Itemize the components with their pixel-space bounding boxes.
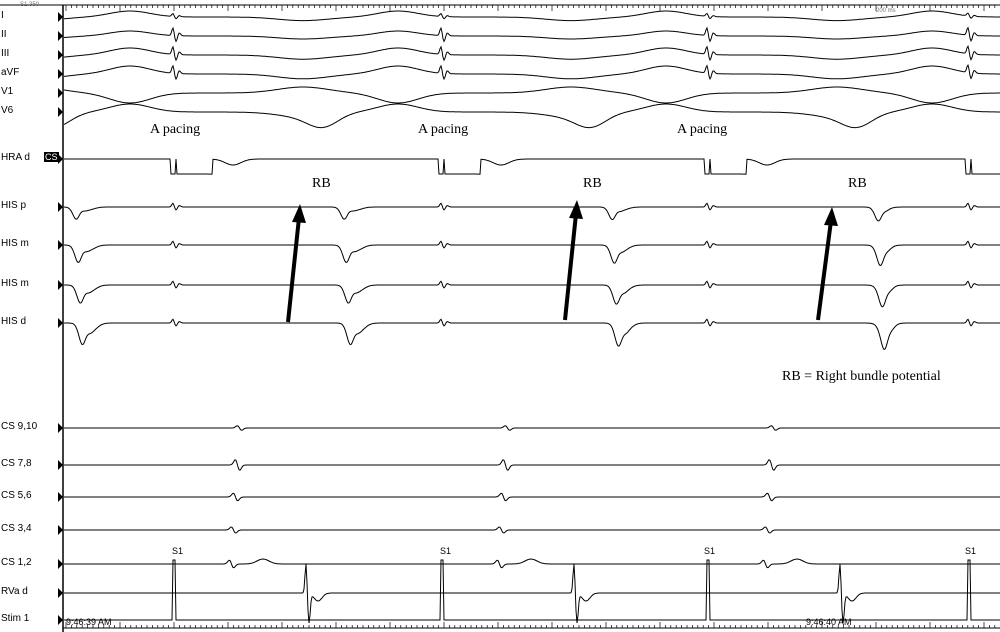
channel-marker-icon [58,525,63,535]
rb-annotation: RB [848,176,867,191]
stim-marker: S1 [172,546,184,556]
channel-label: HIS m [1,238,29,249]
channel-label: I [1,10,4,21]
channel-label: CS 9,10 [1,421,38,432]
rb-annotation: RB [312,176,331,191]
channel-marker-icon [58,88,63,98]
channel-label: HIS m [1,278,29,289]
trace-waveform [64,158,1000,175]
channel-label: aVF [1,67,20,78]
trace-waveform [64,558,1000,569]
pacing-annotation: A pacing [418,122,469,137]
channel-marker-icon [58,31,63,41]
channel-label: HRA d [1,152,30,163]
channel-badge: CS [44,152,59,162]
channel-label: CS 7,8 [1,458,32,469]
channel-marker-icon [58,154,63,164]
time-ticks [65,5,996,628]
arrowhead-icon [569,200,583,219]
channel-marker-icon [58,12,63,22]
trace-waveform [63,103,1000,129]
pacing-annotation: A pacing [677,122,728,137]
scale-label: 200 ms [876,8,896,14]
channel-label: III [1,48,10,59]
trace-waveform [63,202,1000,222]
trace-waveform [64,526,1000,534]
channel-label: RVa d [1,586,28,597]
stim-marker: S1 [440,546,452,556]
channel-marker-icon [58,492,63,502]
pacing-annotation: A pacing [150,122,201,137]
trace-waveform [63,63,1000,81]
channel-marker-icon [58,202,63,212]
trace-waveform [63,86,1000,104]
channel-marker-icon [58,50,63,60]
arrowhead-icon [824,207,838,226]
channel-marker-icon [58,69,63,79]
trace-waveform [64,559,1000,621]
channel-label: Stim 1 [1,613,30,624]
timestamp: 9:46:40 AM [806,617,852,627]
trace-waveform [64,280,1000,308]
channel-marker-icon [58,460,63,470]
channel-marker-icon [58,107,63,117]
sweep-info: S1 350 [20,2,40,8]
stim-marker: S1 [704,546,716,556]
channel-label: V1 [1,86,14,97]
timestamp: 9:46:39 AM [66,617,112,627]
channel-marker-icon [58,318,63,328]
trace-waveform [64,425,1000,431]
rb-arrow [563,213,578,321]
trace-waveform [63,45,1000,62]
stim-marker: S1 [965,546,977,556]
channel-label: V6 [1,105,14,116]
rb-arrow [816,220,833,321]
channel-label: CS 3,4 [1,523,32,534]
channel-marker-icon [58,240,63,250]
channel-marker-icon [58,559,63,569]
trace-waveform [63,26,1000,43]
rb-annotation: RB [583,176,602,191]
channel-label: CS 5,6 [1,490,32,501]
arrowhead-icon [292,204,306,223]
channel-marker-icon [58,615,63,625]
trace-waveform [64,459,1000,471]
rb-arrow [286,217,301,323]
channel-label: II [1,29,7,40]
channel-label: HIS d [1,316,27,327]
channel-marker-icon [58,280,63,290]
trace-waveform [64,564,1000,624]
channel-label: HIS p [1,200,27,211]
trace-waveform [64,318,1000,350]
trace-waveform [63,10,1000,22]
trace-waveform [64,492,1000,502]
channel-marker-icon [58,588,63,598]
channel-marker-icon [58,423,63,433]
trace-waveform [64,240,1000,267]
channel-label: CS 1,2 [1,557,32,568]
rb-legend: RB = Right bundle potential [782,369,941,384]
